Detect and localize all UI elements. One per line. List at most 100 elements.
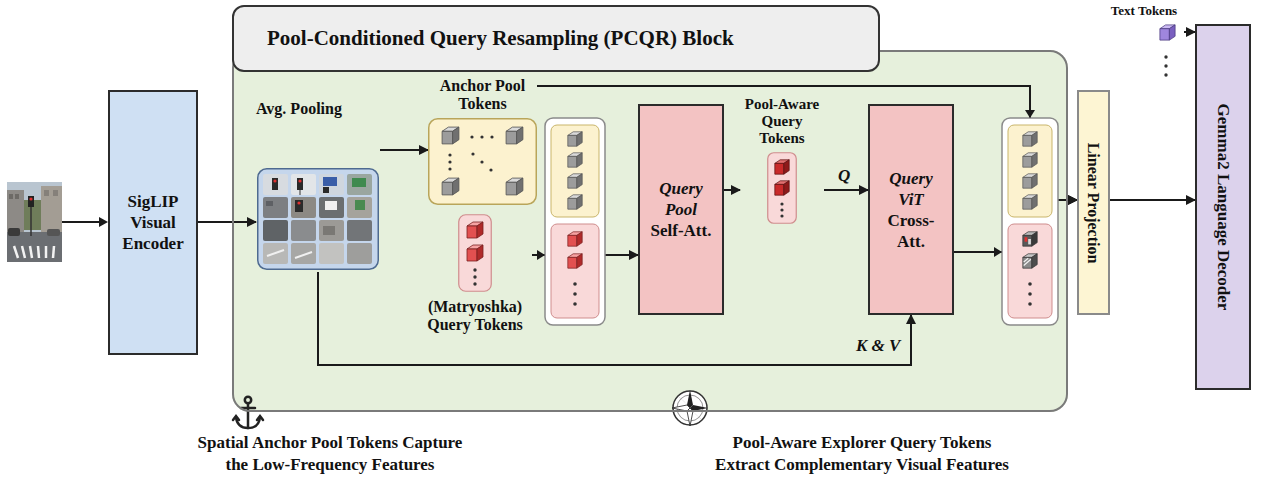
text-token-column — [1156, 23, 1178, 93]
compass-icon-part — [673, 391, 707, 425]
pcqr-fill — [232, 50, 1068, 412]
concat-token-stack — [537, 118, 605, 325]
pooled-feature-grid-part — [323, 226, 335, 235]
pool-aware-token-column — [767, 152, 797, 224]
anchor-token-panel-part — [442, 127, 459, 144]
concat-token-stack-part — [537, 250, 545, 260]
connector — [824, 189, 868, 191]
concat-token-stack-part — [568, 254, 582, 268]
anchor-tokens: Anchor Pool Tokens — [428, 77, 537, 207]
pooled-feature-grid-part — [258, 169, 379, 270]
text-token-column-part — [1160, 25, 1175, 40]
pool-aware-token-column-part — [775, 160, 789, 174]
anchor-token-panel-part — [442, 178, 459, 195]
pooled-feature-grid-part — [291, 243, 316, 264]
pcqr-block-text: Pool-Conditioned Query Resampling (PCQR)… — [232, 5, 880, 72]
anchor-token-panel-part — [448, 153, 451, 156]
pooled-feature-grid-part — [325, 201, 337, 210]
pooled-feature-grid-part — [355, 200, 365, 210]
pool-aware-token-column-part — [768, 153, 797, 224]
anchor-token-panel-part — [490, 135, 493, 138]
pooled-feature-grid-part — [347, 174, 372, 195]
concat-token-stack-part — [551, 224, 599, 318]
anchor-token-panel-part — [489, 168, 492, 171]
street-photo-part-part — [53, 246, 54, 258]
projection-box: Linear Projection — [1077, 90, 1110, 315]
query-token-column-part — [467, 222, 483, 238]
concat-token-stack-part — [551, 125, 599, 217]
output-token-stack-part — [1008, 125, 1052, 217]
pooled-feature-grid-part — [347, 220, 372, 241]
street-photo-part — [8, 228, 20, 236]
anchor-token-panel-part — [448, 160, 451, 163]
concat-token-stack-part — [568, 232, 582, 246]
text-token-column-part — [1164, 64, 1167, 67]
connector — [724, 189, 740, 191]
anchor-icon-part — [233, 416, 239, 420]
pooled-feature-grid-part — [300, 190, 301, 195]
cross-attention-box-text: Cross-Att. — [874, 210, 948, 252]
street-photo-part — [41, 186, 62, 232]
anchor-tokens-text: Anchor Pool Tokens — [428, 77, 537, 113]
pooled-feature-grid-part — [347, 197, 372, 218]
output-token-stack-part — [1028, 282, 1032, 286]
anchor-icon-part — [257, 416, 263, 420]
text-tokens: Text Tokens — [1104, 3, 1184, 95]
cross-attention-box: Query ViTCross-Att. — [868, 104, 954, 315]
street-photo-part — [53, 190, 58, 196]
self-attention-box-text: Self-Att. — [651, 220, 712, 241]
connector — [1184, 31, 1195, 33]
output-token-stack-part — [1023, 195, 1037, 209]
pooled-feature-grid-part — [347, 243, 372, 264]
concat-token-stack-part — [573, 282, 577, 286]
encoder-box-text: SigLIP Visual Encoder — [114, 191, 192, 254]
pooled-feature-grid-part — [297, 201, 300, 204]
street-photo-part — [7, 232, 62, 262]
street-photo-part — [7, 190, 24, 232]
concat-token-stack-part — [545, 118, 605, 325]
connector — [380, 149, 428, 151]
output-token-stack-part — [994, 247, 1002, 257]
encoder-box: SigLIP Visual Encoder — [108, 90, 198, 355]
pool-aware-tokens: Pool-Aware Query Tokens — [740, 96, 824, 228]
query-token-column-part — [473, 282, 476, 285]
query-token-column-part — [473, 268, 476, 271]
pooled-feature-grid-part — [272, 178, 278, 190]
pooled-feature-grid-part — [319, 220, 344, 241]
query-token-column-part — [459, 215, 492, 292]
pool-aware-token-column-part — [780, 208, 783, 211]
output-token-stack-part — [1028, 292, 1032, 296]
query-tokens-text: (Matryoshka) Query Tokens — [418, 298, 532, 334]
pooled-feature-grid-part — [263, 174, 288, 195]
pooling-grid-text: Avg. Pooling — [256, 100, 380, 118]
street-photo-part-part — [30, 246, 32, 258]
input-arrow-part — [62, 221, 100, 223]
pooled-feature-grid-part — [291, 220, 316, 241]
compass-icon-part — [678, 396, 689, 406]
anchor-token-panel-part — [480, 135, 483, 138]
pooling-grid: Avg. Pooling — [256, 100, 380, 272]
edge-label: K & V — [856, 336, 900, 356]
concat-token-stack-part — [573, 302, 577, 306]
text-tokens-text: Text Tokens — [1104, 3, 1184, 19]
anchor-token-panel-part — [448, 167, 451, 170]
input-arrow — [62, 217, 108, 227]
anchor-icon-part — [236, 417, 260, 428]
input-arrow-part — [99, 217, 108, 227]
street-photo-part — [44, 190, 49, 196]
pooled-feature-grid-part — [291, 197, 316, 218]
pcqr-block: Pool-Conditioned Query Resampling (PCQR)… — [232, 50, 1068, 412]
pooled-feature-grid-part — [266, 201, 273, 206]
concat-token-stack-part — [568, 195, 582, 209]
street-photo-part-part — [22, 246, 25, 258]
street-photo — [7, 182, 62, 262]
cross-attention-box-text: Query ViT — [880, 168, 942, 210]
pooled-feature-grid-part — [295, 200, 303, 212]
pool-aware-token-column-part — [775, 181, 789, 195]
text-token-column-part — [1164, 73, 1167, 76]
concat-token-stack-part — [573, 292, 577, 296]
anchor-token-panel-part — [470, 135, 473, 138]
compass-icon-part — [687, 390, 693, 408]
caption-note: Spatial Anchor Pool Tokens Capture the L… — [197, 432, 464, 476]
